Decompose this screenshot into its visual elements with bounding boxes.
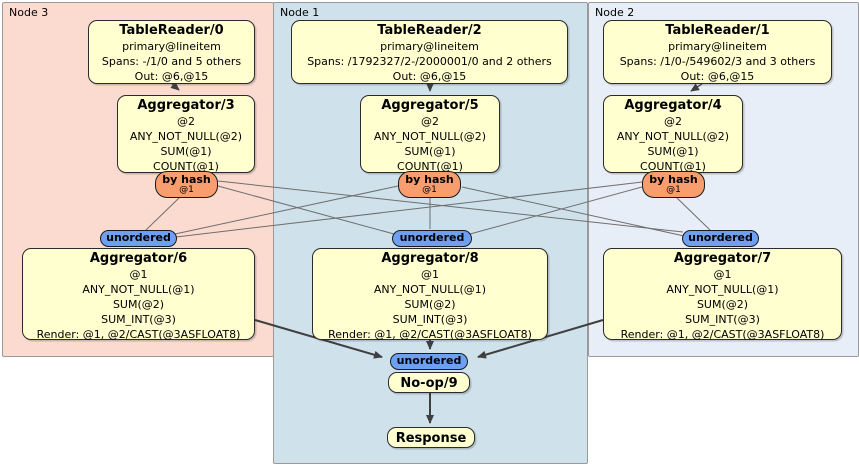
router-columns: @1 [422, 185, 437, 195]
processor-title: Response [395, 431, 467, 446]
processor-detail: Out: @6,@15 [680, 70, 755, 83]
router-columns: @1 [179, 185, 194, 195]
sync-unordered-noop9: unordered [390, 353, 468, 370]
processor-title: Aggregator/4 [624, 98, 722, 113]
processor-detail: SUM_INT(@3) [685, 313, 760, 326]
region-label: Node 2 [595, 6, 635, 19]
processor-detail: COUNT(@1) [397, 160, 463, 173]
processor-detail: @1 [421, 268, 439, 281]
processor-detail: @2 [177, 115, 195, 128]
edge-hash4-to-sync8 [469, 186, 643, 235]
processor-title: TableReader/2 [377, 23, 482, 38]
processor-detail: @1 [713, 268, 732, 281]
edge-hash5-to-sync6 [174, 185, 399, 235]
processor-detail: ANY_NOT_NULL(@1) [373, 283, 487, 296]
processor-detail: Render: @1, @2/CAST(@3ASFLOAT8) [328, 328, 532, 341]
router-columns: @1 [666, 185, 681, 195]
processor-detail: Spans: /1/0-/549602/3 and 3 others [619, 55, 816, 68]
sync-label: unordered [106, 231, 171, 244]
processor-detail: @2 [664, 115, 682, 128]
processor-detail: Out: @6,@15 [134, 70, 209, 83]
processor-aggregator-7: Aggregator/7 @1 ANY_NOT_NULL(@1) SUM(@2)… [603, 248, 842, 341]
processor-detail: Spans: /1792327/2-/2000001/0 and 2 other… [307, 55, 552, 68]
processor-detail: COUNT(@1) [640, 160, 706, 173]
processor-title: TableReader/0 [119, 23, 224, 38]
processor-detail: COUNT(@1) [153, 160, 219, 173]
processor-tablereader-0: TableReader/0 primary@lineitem Spans: -/… [88, 20, 255, 84]
processor-detail: ANY_NOT_NULL(@2) [129, 130, 243, 143]
processor-noop-9: No-op/9 [388, 372, 470, 393]
processor-aggregator-8: Aggregator/8 @1 ANY_NOT_NULL(@1) SUM(@2)… [312, 248, 548, 341]
processor-title: Aggregator/8 [381, 251, 479, 266]
sync-unordered-agg7: unordered [682, 230, 759, 247]
processor-detail: SUM_INT(@3) [392, 313, 468, 326]
processor-tablereader-2: TableReader/2 primary@lineitem Spans: /1… [291, 20, 568, 84]
region-label: Node 1 [280, 6, 320, 19]
router-label: by hash [649, 173, 698, 186]
processor-aggregator-3: Aggregator/3 @2 ANY_NOT_NULL(@2) SUM(@1)… [117, 95, 255, 173]
processor-aggregator-6: Aggregator/6 @1 ANY_NOT_NULL(@1) SUM(@2)… [22, 248, 255, 341]
processor-title: TableReader/1 [665, 23, 770, 38]
processor-detail: Render: @1, @2/CAST(@3ASFLOAT8) [620, 328, 825, 341]
region-label: Node 3 [9, 6, 49, 19]
router-label: by hash [162, 173, 211, 186]
processor-detail: SUM_INT(@3) [101, 313, 176, 326]
processor-detail: SUM(@2) [112, 298, 165, 311]
sync-label: unordered [399, 231, 465, 244]
processor-detail: Spans: -/1/0 and 5 others [101, 55, 242, 68]
processor-detail: primary@lineitem [122, 40, 221, 53]
router-by-hash-node3: by hash @1 [155, 171, 218, 198]
processor-detail: Render: @1, @2/CAST(@3ASFLOAT8) [36, 328, 241, 341]
sync-label: unordered [396, 354, 462, 367]
processor-response: Response [387, 427, 475, 448]
edge-hash3-to-sync6 [145, 196, 181, 231]
processor-detail: SUM(@1) [404, 145, 456, 158]
processor-detail: ANY_NOT_NULL(@1) [82, 283, 195, 296]
processor-title: Aggregator/7 [673, 251, 772, 266]
processor-detail: primary@lineitem [380, 40, 479, 53]
edge-tr0-to-agg3 [170, 81, 180, 91]
edge-hash5-to-sync7 [461, 186, 685, 237]
edge-hash3-to-sync7 [217, 180, 684, 233]
processor-detail: SUM(@1) [160, 145, 212, 158]
sync-unordered-agg8: unordered [392, 230, 472, 247]
router-by-hash-node2: by hash @1 [642, 171, 705, 198]
processor-detail: primary@lineitem [668, 40, 767, 53]
processor-aggregator-4: Aggregator/4 @2 ANY_NOT_NULL(@2) SUM(@1)… [603, 95, 743, 173]
router-by-hash-node1: by hash @1 [398, 171, 461, 198]
processor-detail: SUM(@2) [404, 298, 456, 311]
router-label: by hash [405, 173, 454, 186]
processor-aggregator-5: Aggregator/5 @2 ANY_NOT_NULL(@2) SUM(@1)… [360, 95, 500, 173]
processor-tablereader-1: TableReader/1 primary@lineitem Spans: /1… [603, 20, 832, 84]
processor-detail: @2 [421, 115, 439, 128]
sync-label: unordered [688, 231, 753, 244]
processor-title: Aggregator/5 [381, 98, 479, 113]
sync-unordered-agg6: unordered [100, 230, 177, 247]
processor-detail: ANY_NOT_NULL(@2) [373, 130, 487, 143]
edge-hash4-to-sync6 [175, 181, 643, 238]
processor-detail: Out: @6,@15 [392, 70, 467, 83]
processor-detail: SUM(@2) [696, 298, 749, 311]
processor-detail: SUM(@1) [647, 145, 699, 158]
edge-hash4-to-sync7 [675, 196, 711, 231]
edge-hash3-to-sync8 [217, 185, 395, 235]
processor-title: Aggregator/3 [137, 98, 235, 113]
processor-detail: @1 [129, 268, 148, 281]
edge-tr1-to-agg4 [690, 83, 703, 92]
processor-detail: ANY_NOT_NULL(@2) [616, 130, 730, 143]
processor-title: No-op/9 [400, 376, 458, 391]
processor-title: Aggregator/6 [89, 251, 188, 266]
processor-detail: ANY_NOT_NULL(@1) [666, 283, 779, 296]
